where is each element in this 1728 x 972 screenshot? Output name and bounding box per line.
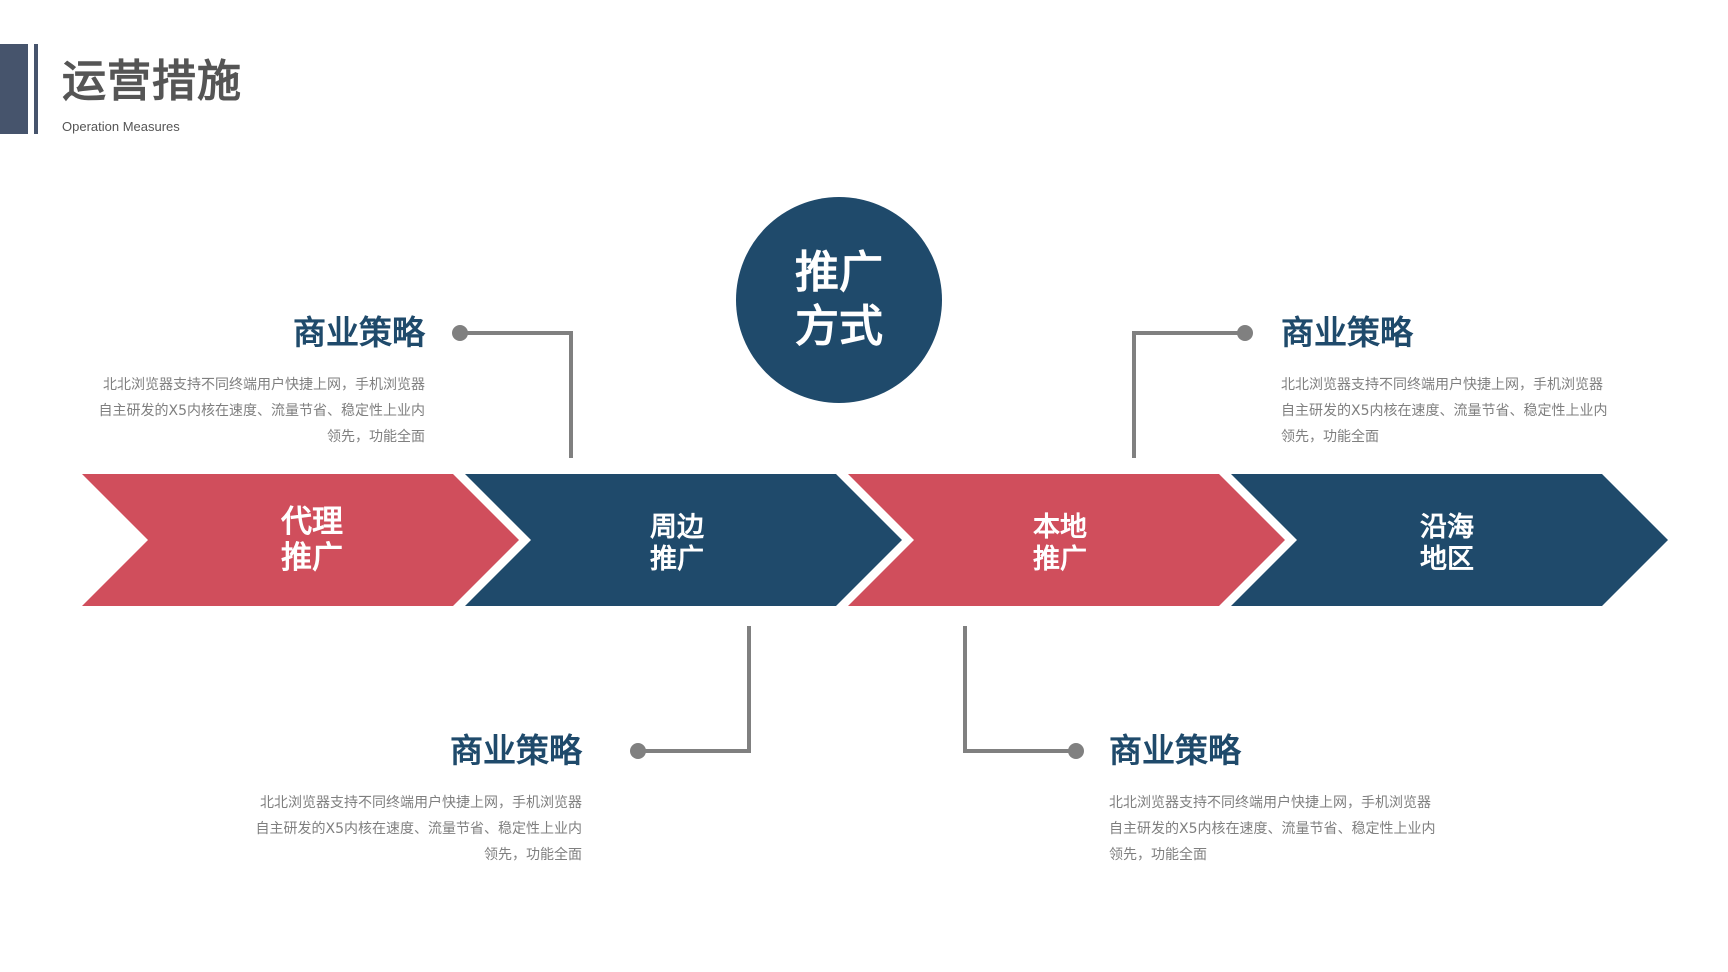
block-3-description: 北北浏览器支持不同终端用户快捷上网，手机浏览器 自主研发的X5内核在速度、流量节… [222, 790, 583, 868]
header-accent-line [34, 44, 38, 134]
connector-dot-bottom-right [1068, 743, 1084, 759]
arrow-shape-2 [465, 474, 902, 606]
arrow-label-2: 周边 推广 [617, 512, 737, 576]
block-3-desc-line: 自主研发的X5内核在速度、流量节省、稳定性上业内 [255, 821, 583, 837]
center-label-line1: 推广 [795, 247, 883, 298]
connector-top-right [1132, 331, 1245, 458]
block-2-description: 北北浏览器支持不同终端用户快捷上网，手机浏览器 自主研发的X5内核在速度、流量节… [1281, 372, 1641, 450]
block-1-desc-line: 领先，功能全面 [327, 429, 425, 445]
arrow-2-line2: 推广 [650, 544, 704, 575]
center-label-line2: 方式 [795, 301, 883, 352]
block-1-desc-line: 北北浏览器支持不同终端用户快捷上网，手机浏览器 [103, 377, 425, 393]
page-title: 运营措施 [62, 56, 242, 107]
arrow-shape-3 [848, 474, 1285, 606]
block-2-desc-line: 领先，功能全面 [1281, 429, 1379, 445]
block-2-desc-line: 北北浏览器支持不同终端用户快捷上网，手机浏览器 [1281, 377, 1603, 393]
block-1-title: 商业策略 [293, 313, 425, 352]
connector-top-left [460, 331, 573, 458]
block-3-desc-line: 领先，功能全面 [484, 847, 582, 863]
block-1-description: 北北浏览器支持不同终端用户快捷上网，手机浏览器 自主研发的X5内核在速度、流量节… [65, 372, 426, 450]
connector-bottom-right [963, 626, 1076, 753]
connectors [460, 331, 1245, 753]
arrow-1-line1: 代理 [281, 504, 343, 540]
arrow-4-line2: 地区 [1420, 544, 1474, 575]
center-circle-label: 推广 方式 [759, 246, 919, 354]
block-2-title: 商业策略 [1281, 313, 1413, 352]
arrow-4-line1: 沿海 [1420, 512, 1474, 543]
arrow-label-1: 代理 推广 [252, 504, 372, 576]
block-2-desc-line: 自主研发的X5内核在速度、流量节省、稳定性上业内 [1281, 403, 1608, 419]
page-subtitle: Operation Measures [62, 119, 180, 134]
connector-dot-top-left [452, 325, 468, 341]
arrow-shape-4 [1231, 474, 1668, 606]
arrow-3-line1: 本地 [1033, 512, 1087, 543]
block-4-desc-line: 领先，功能全面 [1109, 847, 1207, 863]
arrow-label-3: 本地 推广 [1000, 512, 1120, 576]
header-accent-bar [0, 44, 28, 134]
block-4-desc-line: 北北浏览器支持不同终端用户快捷上网，手机浏览器 [1109, 795, 1431, 811]
arrow-1-line2: 推广 [281, 540, 343, 576]
arrow-3-line2: 推广 [1033, 544, 1087, 575]
connector-dot-top-right [1237, 325, 1253, 341]
block-3-desc-line: 北北浏览器支持不同终端用户快捷上网，手机浏览器 [260, 795, 582, 811]
center-circle [736, 197, 942, 403]
arrow-label-4: 沿海 地区 [1387, 512, 1507, 576]
arrow-2-line1: 周边 [650, 512, 704, 543]
block-3-title: 商业策略 [450, 731, 582, 770]
block-1-desc-line: 自主研发的X5内核在速度、流量节省、稳定性上业内 [98, 403, 426, 419]
connector-dot-bottom-left [630, 743, 646, 759]
block-4-description: 北北浏览器支持不同终端用户快捷上网，手机浏览器 自主研发的X5内核在速度、流量节… [1109, 790, 1469, 868]
arrow-shape-1 [82, 474, 519, 606]
connector-bottom-left [638, 626, 751, 753]
block-4-desc-line: 自主研发的X5内核在速度、流量节省、稳定性上业内 [1109, 821, 1436, 837]
block-4-title: 商业策略 [1109, 731, 1241, 770]
